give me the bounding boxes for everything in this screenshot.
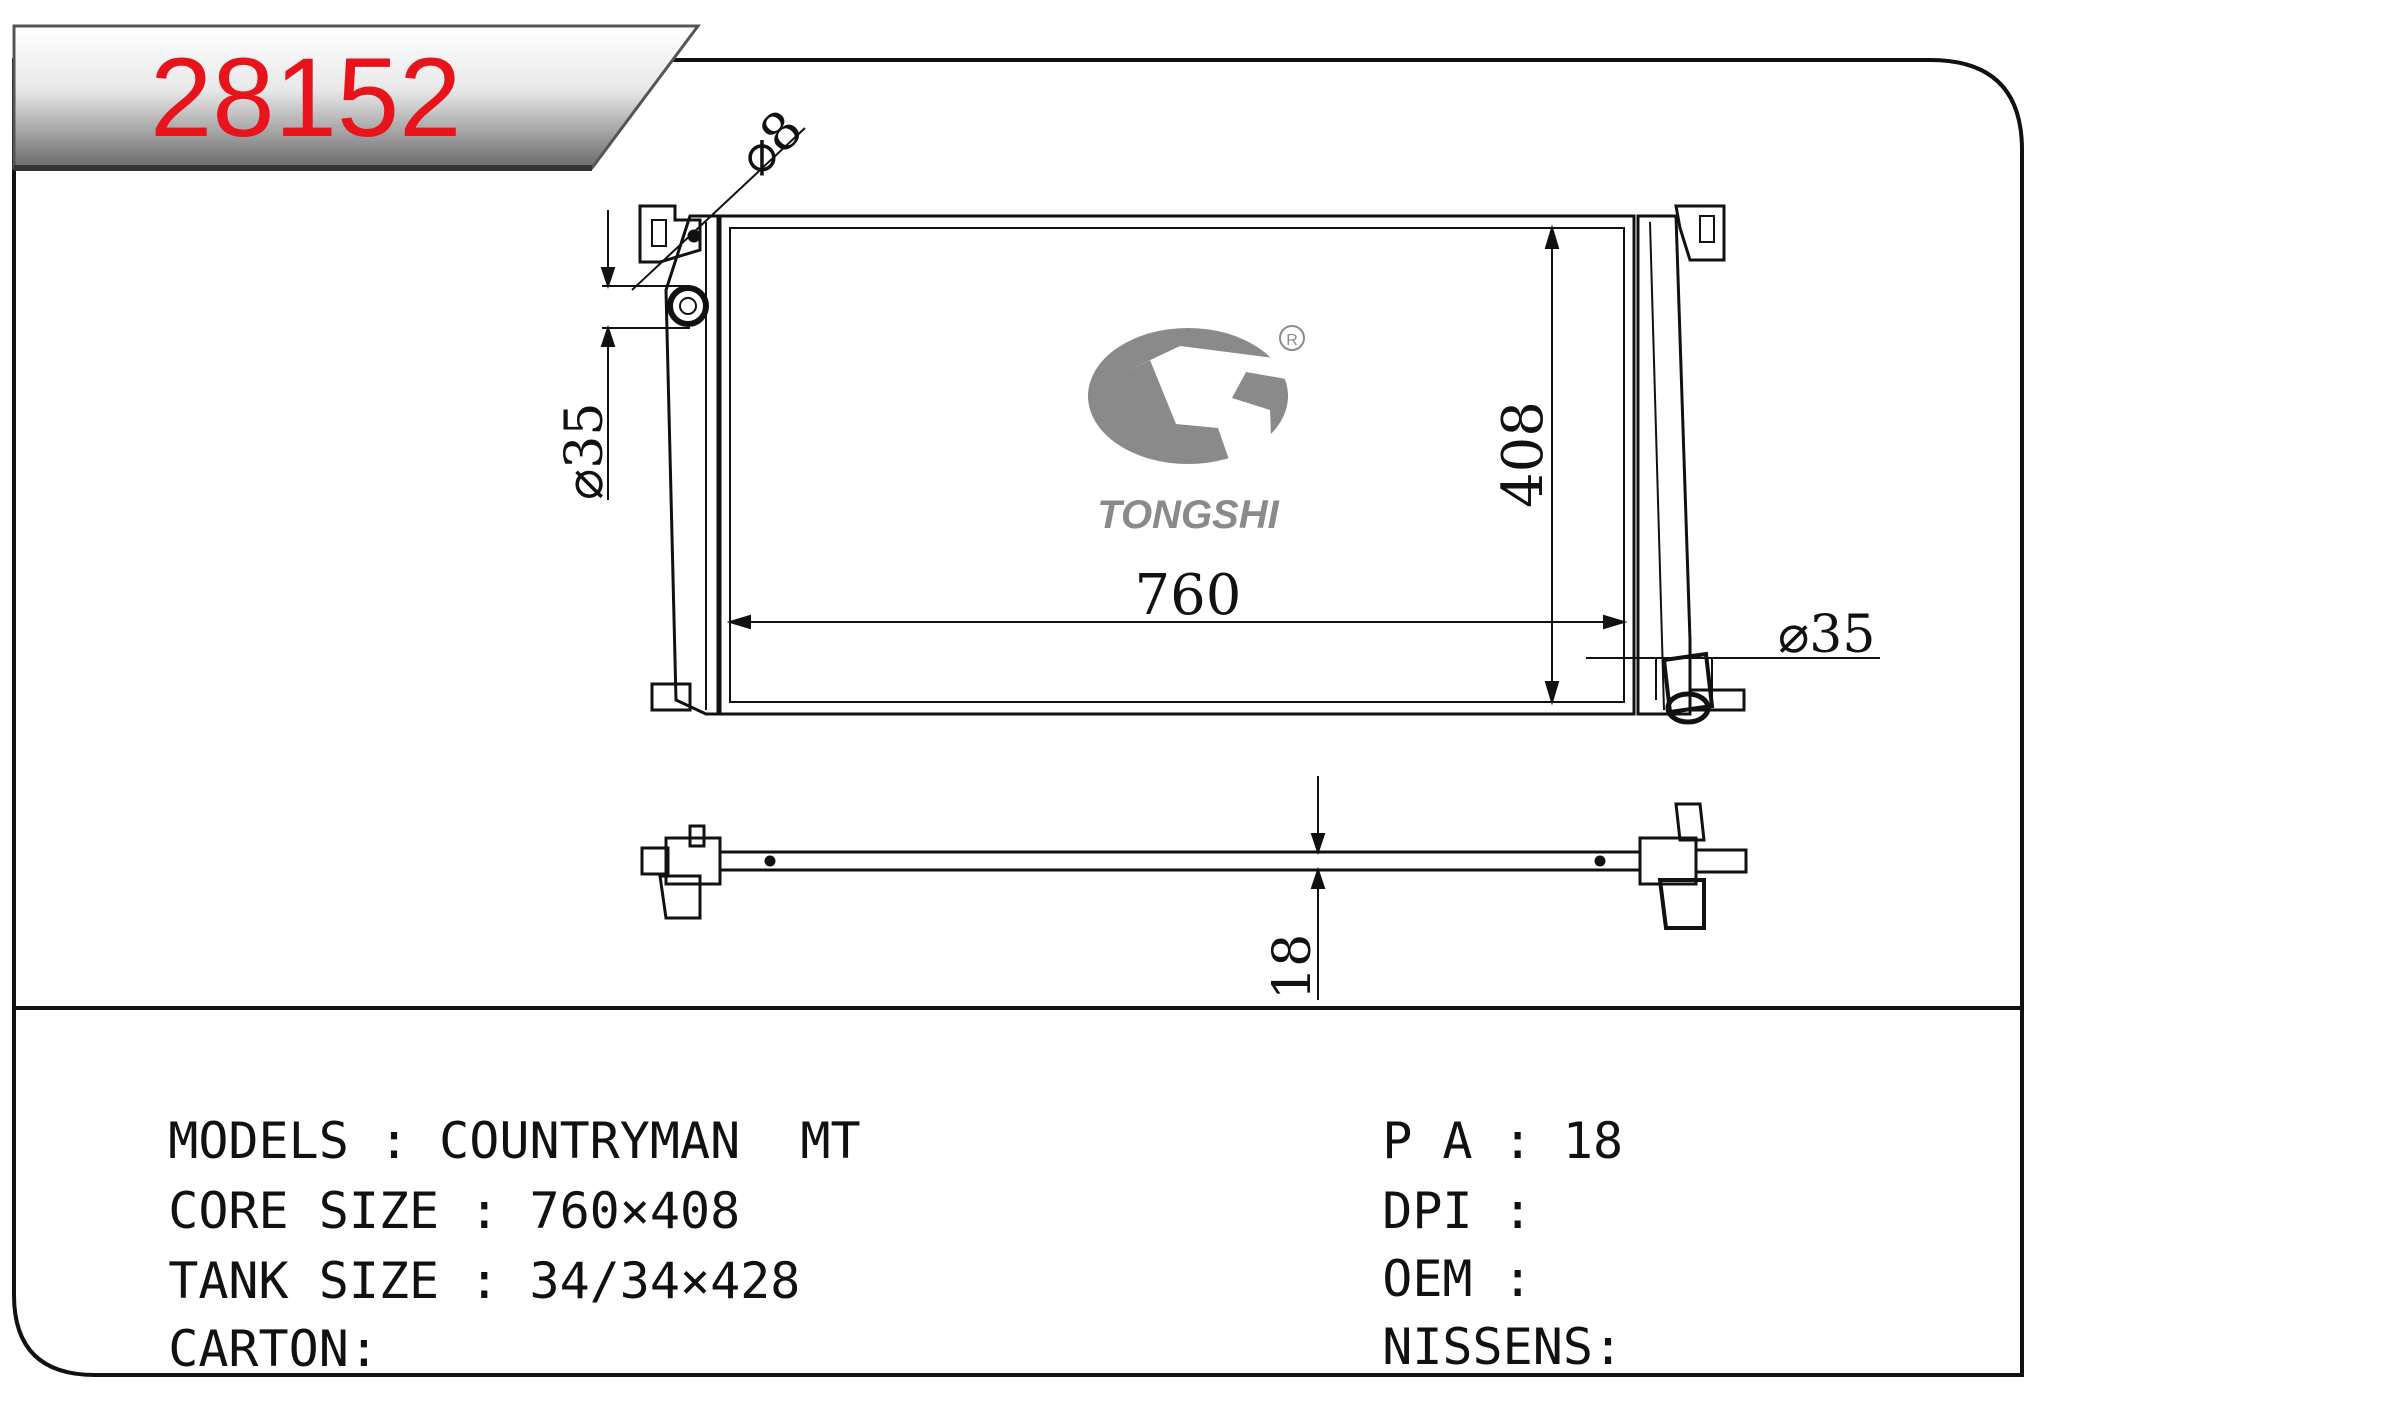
right-bottom-bracket [1688, 688, 1746, 712]
radiator-core [718, 214, 1636, 716]
spec-carton: CARTON: [108, 1274, 379, 1374]
spec-value: 34/34×428 [529, 1252, 801, 1310]
spec-label: TANK SIZE [168, 1252, 440, 1310]
top-view-right-pipe [1657, 878, 1706, 930]
outlet-pipe [1661, 651, 1715, 715]
top-view-left-tank [664, 836, 722, 886]
right-tank [1636, 214, 1692, 716]
spec-label: CORE SIZE [168, 1182, 440, 1240]
spec-label: DPI [1382, 1182, 1473, 1240]
logo-cutout [1108, 346, 1292, 468]
top-view-right-neck [1674, 802, 1706, 842]
spec-separator: : [439, 1182, 530, 1240]
part-number: 28152 [150, 35, 462, 160]
top-view-left-cap [688, 824, 706, 848]
spec-separator: : [439, 1252, 530, 1310]
hole-leader-line [631, 127, 806, 291]
spec-separator: : [1472, 1112, 1563, 1170]
dimension-lines [600, 127, 1880, 706]
spec-label: NISSENS [1382, 1318, 1593, 1376]
spec-value: 760×408 [529, 1182, 741, 1240]
height-dim-arrow-bottom [1544, 681, 1560, 706]
top-view-right-bracket [1694, 848, 1748, 874]
spec-label: MODELS [168, 1112, 349, 1170]
spec-models: MODELS : COUNTRYMAN MT [108, 1066, 860, 1166]
spec-separator: : [1472, 1182, 1563, 1240]
top-view-left-bracket [640, 846, 670, 876]
top-view-right-hole [1594, 855, 1606, 867]
spec-separator: : [348, 1320, 379, 1378]
left-bracket-slot [651, 219, 667, 247]
registered-mark-circle [1279, 325, 1305, 351]
outer-frame [12, 58, 2024, 1377]
spec-value: 18 [1562, 1112, 1624, 1170]
spec-dpi: DPI : [1322, 1136, 1563, 1236]
spec-oem: OEM : [1322, 1204, 1563, 1304]
inlet-pipe-inner [679, 297, 697, 315]
spec-value: COUNTRYMAN MT [439, 1112, 861, 1170]
inlet-pipe [667, 285, 709, 327]
top-view-left-pipe [658, 874, 702, 920]
top-view-right-tank [1638, 836, 1698, 886]
right-bracket-slot [1699, 215, 1715, 243]
thickness-dim-arrow-bottom [1310, 866, 1326, 889]
outlet-diameter-label: ⌀35 [1778, 605, 1875, 665]
spec-pa: P A : 18 [1322, 1066, 1623, 1166]
left-bottom-bracket [650, 682, 692, 712]
spec-nissens: NISSENS: [1322, 1272, 1623, 1372]
brand-name: TONGSHI [1097, 493, 1279, 537]
radiator-front-view [638, 204, 1746, 725]
core-height-label: 408 [1491, 401, 1556, 508]
spec-separator: : [1472, 1250, 1563, 1308]
spec-label: CARTON [168, 1320, 349, 1378]
spec-core-size: CORE SIZE : 760×408 [108, 1136, 740, 1236]
left-tank [664, 214, 720, 716]
top-view-left-hole [764, 855, 776, 867]
height-dim-arrow-top [1544, 224, 1560, 249]
spec-tank-size: TANK SIZE : 34/34×428 [108, 1206, 800, 1306]
inlet-dim-arrow-top [600, 267, 616, 290]
brand-logo: R TONGSHI [1088, 325, 1305, 537]
outlet-pipe-end [1665, 691, 1711, 725]
core-width-label: 760 [1135, 563, 1242, 628]
radiator-core-inner [729, 227, 1625, 703]
inlet-dim-arrow-bottom [600, 324, 616, 347]
radiator-top-view [640, 802, 1748, 930]
right-tank-inner-line [1649, 221, 1665, 711]
spec-label: P A [1382, 1112, 1473, 1170]
inlet-diameter-label: ⌀35 [555, 403, 615, 500]
registered-mark: R [1286, 332, 1298, 349]
width-dim-arrow-right [1603, 614, 1628, 630]
spec-separator: : [348, 1112, 440, 1170]
core-thickness-label: 18 [1263, 934, 1323, 1000]
hole-diameter-label: ⌀8 [727, 99, 815, 187]
width-dim-arrow-left [726, 614, 751, 630]
right-top-bracket [1674, 204, 1726, 262]
spec-separator: : [1592, 1318, 1624, 1376]
thickness-dim-arrow-top [1310, 833, 1326, 856]
top-view-core [718, 850, 1642, 872]
thickness-dim [1310, 776, 1326, 1000]
spec-label: OEM [1382, 1250, 1473, 1308]
